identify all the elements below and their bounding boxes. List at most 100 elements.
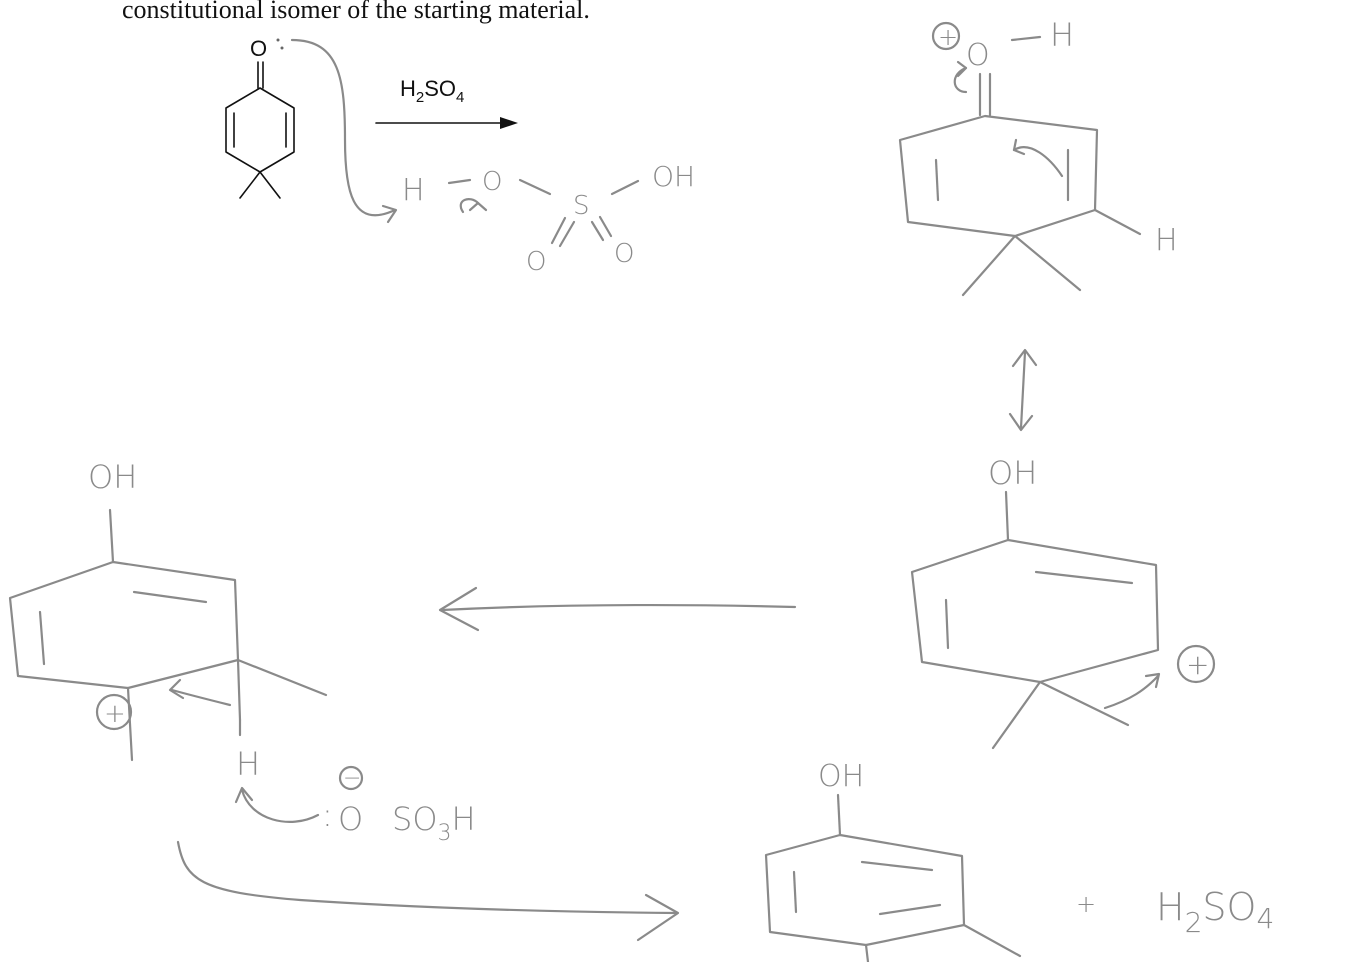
methyl-left [239, 171, 261, 199]
resonance-shaft [1019, 350, 1027, 430]
ring-double-bottom [878, 903, 942, 916]
resonance-head-up [1011, 348, 1038, 368]
h2so4-oh: OH [652, 160, 695, 193]
methyl-right [962, 923, 1022, 958]
product-oh: OH [818, 759, 864, 794]
plus-sign: + [1076, 890, 1096, 918]
regenerated-acid: H2SO4 [1156, 885, 1274, 939]
ring [8, 560, 240, 690]
cation-charge: + [1186, 648, 1209, 681]
migrated-methyl [126, 686, 134, 762]
methyl-right [259, 171, 281, 199]
resonance-cation: OH + [910, 454, 1216, 750]
reagent-label: H2SO4 [400, 76, 464, 106]
c-oh-bond [836, 793, 842, 837]
question-text: constitutional isomer of the starting ma… [122, 0, 590, 24]
shift-arrow-shaft [440, 603, 797, 612]
lone-pair-dot-2 [280, 46, 284, 50]
arrow-head [500, 117, 518, 129]
methyl-out [236, 658, 328, 697]
lone-pair-dot [276, 38, 280, 42]
shifted-h: H [236, 745, 260, 783]
methyl-down [864, 943, 870, 962]
ring [225, 87, 295, 173]
methyl-shift-arrow-head [1144, 672, 1161, 689]
s-o-double-2 [590, 220, 605, 242]
cation-oh: OH [988, 454, 1037, 492]
c-oh-bond [108, 508, 115, 564]
sulfuric-acid: H O S OH O O [402, 160, 695, 277]
h2so4-bridge-o: O [482, 167, 502, 197]
pi-to-o-arrow-head [956, 60, 968, 78]
carbonyl-oxygen: O [250, 36, 267, 61]
shifted-cation: OH + H [8, 458, 328, 783]
h-o-bond [447, 178, 472, 185]
shift-reaction-arrow [438, 586, 797, 632]
product-reaction-arrow [176, 840, 680, 942]
curved-arrow-protonation-head [381, 204, 398, 224]
bisulfate-base: − : O SO3H [234, 765, 476, 846]
shifted-charge-circle [95, 693, 133, 731]
oxonium-charge-circle [931, 21, 961, 51]
s-o-double-1 [550, 216, 567, 245]
methyl-left [961, 234, 1017, 297]
methyl-down [236, 658, 242, 722]
h2so4-o-lower: O [526, 247, 546, 277]
bisulfate-so3h: SO3H [392, 800, 476, 846]
pi-shift-arrow [1012, 146, 1064, 178]
oxonium-h: H [1050, 16, 1074, 54]
oxonium-o: O [966, 38, 990, 73]
product: OH + H2SO4 [764, 759, 1274, 962]
ring-h: H [1155, 223, 1178, 258]
methyl-right [1038, 680, 1130, 727]
protonated-ketone: + O H H [898, 16, 1178, 297]
bond-break-arrow [459, 198, 480, 214]
methyl-right [1013, 234, 1082, 292]
shifted-oh: OH [88, 458, 137, 496]
bisulfate-o: O [338, 800, 363, 838]
ring-double-left [944, 598, 950, 650]
s-o-double-2b [598, 215, 613, 238]
ring-double-top [860, 860, 934, 872]
starting-material: O [225, 36, 295, 199]
product-arrow-shaft [176, 840, 678, 915]
bisulfate-charge-circle [338, 765, 364, 791]
pi-to-o-arrow [953, 66, 968, 94]
deprotonation-arrow [240, 788, 320, 823]
cation-charge-circle [1176, 644, 1216, 684]
shift-arrow-head [438, 586, 480, 632]
bisulfate-charge: − [343, 766, 361, 791]
curved-arrow-protonation [290, 38, 397, 217]
methyl-shift-arrow [1103, 674, 1160, 710]
ring-double-left [792, 870, 798, 914]
oxonium-charge: + [938, 23, 958, 51]
ch-to-cation-arrow-head [168, 678, 185, 700]
ch-to-cation-arrow [170, 688, 232, 707]
resonance-arrow [1008, 348, 1038, 432]
c-oh-bond [1004, 490, 1010, 542]
h2so4-h: H [402, 173, 425, 208]
product-arrow-head [636, 893, 680, 942]
ring-double-left [934, 158, 940, 202]
o-h-bond [1010, 35, 1042, 42]
methyl-left [991, 680, 1042, 750]
pi-shift-arrow-head [1012, 138, 1026, 156]
bisulfate-lone-pair: : [322, 796, 333, 834]
ring [910, 538, 1160, 684]
ring-double-top [1034, 570, 1134, 585]
s-o-double-1b [558, 220, 576, 248]
h2so4-s: S [573, 191, 590, 221]
resonance-head-down [1008, 412, 1034, 432]
reagent-arrow: H2SO4 [375, 76, 518, 129]
c-h-bond [1093, 208, 1142, 236]
deprotonation-arrow-head [234, 786, 254, 804]
ring-double-left [38, 610, 46, 666]
ring-double-top [132, 590, 208, 604]
bond-break-arrow-head [468, 201, 488, 212]
shifted-charge: + [104, 699, 126, 729]
o-s-bond [518, 178, 552, 196]
s-oh-bond [610, 179, 640, 196]
h2so4-o-right: O [614, 239, 634, 269]
